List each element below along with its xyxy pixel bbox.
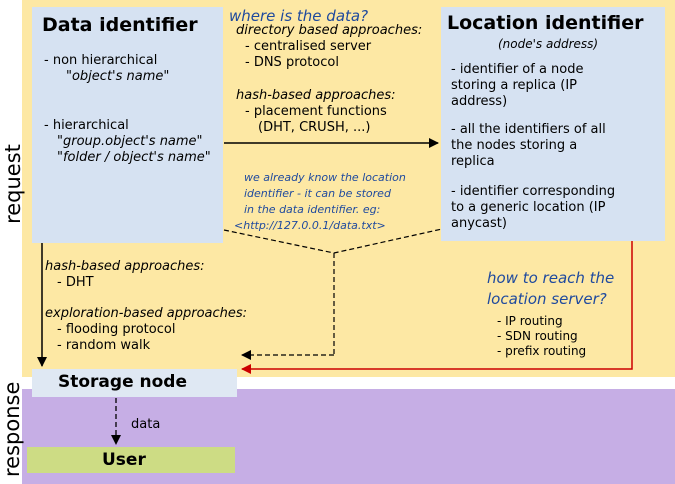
location-item-2-line-2: the nodes storing a bbox=[451, 138, 578, 153]
reach-item-3: - prefix routing bbox=[497, 344, 587, 358]
reach-item-1: - IP routing bbox=[497, 314, 563, 328]
location-item-3-line-3: anycast) bbox=[451, 216, 507, 231]
non-hierarchical-label: - non hierarchical bbox=[44, 53, 158, 68]
lookup-hash-heading: hash-based approaches: bbox=[45, 259, 205, 274]
hash-item-1: - placement functions bbox=[245, 104, 387, 119]
data-identifier-box bbox=[32, 7, 223, 243]
known-location-note-2: identifier - it can be stored bbox=[244, 187, 391, 200]
data-edge-label: data bbox=[131, 417, 161, 432]
routing-arrow bbox=[241, 241, 633, 374]
directory-heading: directory based approaches: bbox=[236, 23, 423, 38]
exploration-item-1: - flooding protocol bbox=[57, 322, 176, 337]
location-item-2-line-1: - all the identifiers of all bbox=[451, 122, 606, 137]
location-item-3-line-1: - identifier corresponding bbox=[451, 184, 616, 199]
hash-item-2: (DHT, CRUSH, ...) bbox=[258, 120, 371, 135]
location-item-1-line-1: - identifier of a node bbox=[451, 62, 584, 77]
known-location-note-1: we already know the location bbox=[244, 171, 406, 184]
hash-heading: hash-based approaches: bbox=[236, 88, 396, 103]
exploration-item-2: - random walk bbox=[57, 338, 151, 353]
lookup-hash-item-1: - DHT bbox=[57, 275, 94, 290]
user-label: User bbox=[102, 450, 146, 470]
reach-heading-1: how to reach the bbox=[487, 269, 615, 287]
reach-heading-2: location server? bbox=[487, 290, 607, 308]
location-item-3-line-2: to a generic location (IP bbox=[451, 200, 606, 215]
location-item-1-line-2: storing a replica (IP bbox=[451, 78, 578, 93]
directory-item-1: - centralised server bbox=[245, 39, 372, 54]
hierarchical-example-1: "group.object's name" bbox=[57, 134, 203, 149]
location-identifier-box bbox=[441, 7, 665, 241]
location-identifier-title: Location identifier bbox=[447, 12, 644, 34]
where-heading: where is the data? bbox=[229, 7, 369, 25]
non-hierarchical-example: "object's name" bbox=[66, 69, 170, 84]
hierarchical-label: - hierarchical bbox=[44, 118, 129, 133]
location-item-2-line-3: replica bbox=[451, 154, 495, 169]
reach-item-2: - SDN routing bbox=[497, 329, 578, 343]
known-location-note-4: <http://127.0.0.1/data.txt> bbox=[234, 219, 386, 232]
directory-item-2: - DNS protocol bbox=[245, 55, 339, 70]
storage-node-label: Storage node bbox=[58, 372, 188, 392]
data-identifier-title: Data identifier bbox=[42, 14, 198, 36]
location-item-1-line-3: address) bbox=[451, 94, 508, 109]
known-location-note-3: in the data identifier. eg: bbox=[244, 203, 381, 216]
exploration-heading: exploration-based approaches: bbox=[45, 306, 248, 321]
user-box bbox=[27, 447, 235, 473]
location-identifier-subtitle: (node's address) bbox=[498, 37, 599, 51]
hierarchical-example-2: "folder / object's name" bbox=[57, 150, 211, 165]
storage-node-box bbox=[32, 369, 237, 397]
